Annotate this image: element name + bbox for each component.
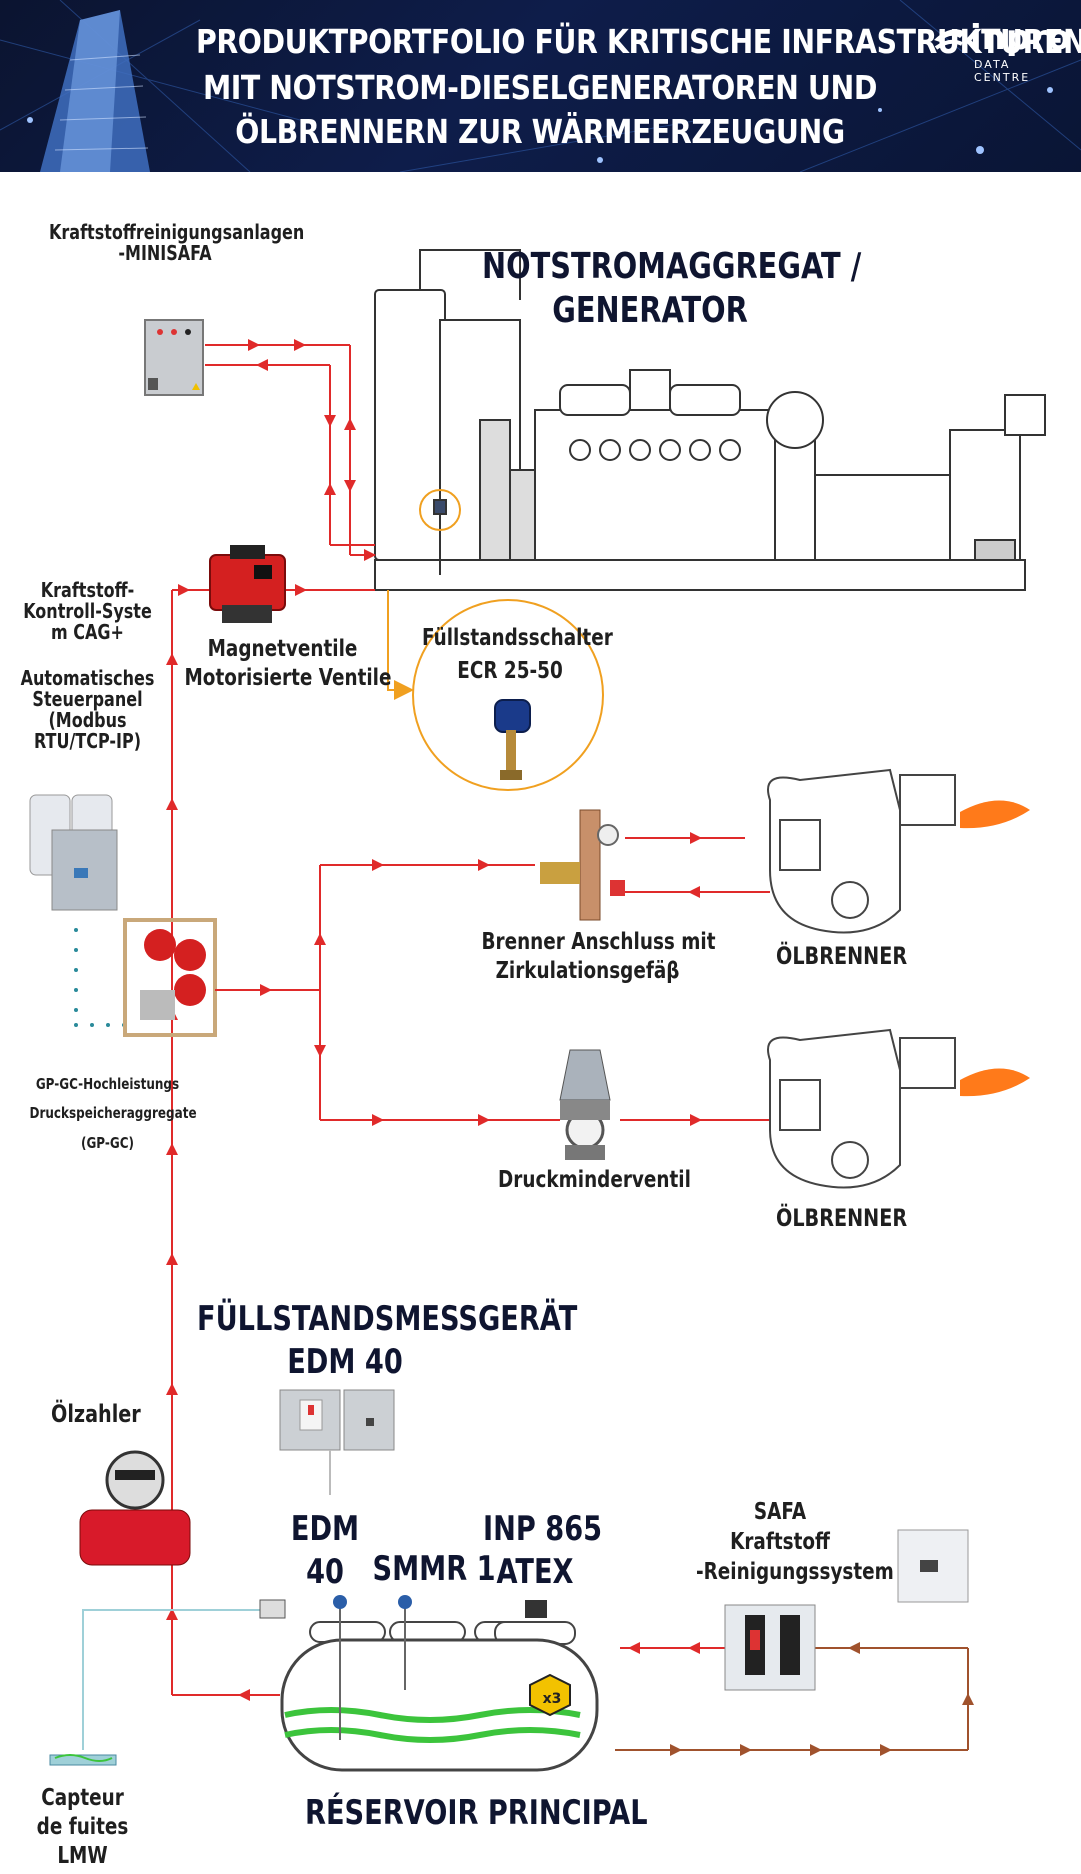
main-supply-arrows [166,584,307,1701]
dotted-link [74,928,126,1027]
generator-drawing [374,249,1046,591]
main-tank-icon [280,1595,599,1772]
tank-label: RÉSERVOIR PRINCIPAL [305,1793,648,1833]
safa-control-panel-icon [897,1529,969,1603]
leak-sensor-line [82,1609,260,1750]
leak-relay-icon [259,1599,286,1619]
burner-2-icon [767,1028,956,1189]
burner-2-label: ÖLBRENNER [776,1204,908,1232]
magnetventil-icon [209,545,286,623]
atex-badge-text: x3 [543,1691,562,1707]
pressure-reducer-label: Druckminderventil [498,1167,691,1193]
cag-panel-icon [29,794,118,911]
header-title-line-2: MIT NOTSTROM-DIESELGENERATOREN UND [202,68,877,107]
burner-1-icon [767,768,956,934]
logo-mark-icon [934,29,966,50]
edm40-box-icon [279,1389,395,1451]
minisafa-pipes [205,344,375,556]
oil-meter-label: Ölzahler [51,1400,141,1428]
burner-1-label: ÖLBRENNER [776,942,908,970]
header-banner: PRODUKTPORTFOLIO FÜR KRITISCHE INFRASTRU… [0,0,1081,172]
pressure-reducer-icon [559,1049,611,1160]
flame-1-icon [960,800,1030,829]
signal-line [387,590,414,700]
burner-supply-arrows [260,832,702,1126]
minisafa-arrows [248,339,376,561]
generator-label: NOTSTROMAGGREGAT /GENERATOR [482,246,862,331]
oil-meter-icon [79,1450,191,1566]
network-background [0,0,1081,172]
flame-2-icon [960,1068,1030,1097]
safa-arrows [628,1642,974,1756]
skyscraper-icon [40,10,150,172]
gpgc-unit-icon [123,918,217,1037]
logo-subtitle: DATA CENTRE [974,58,1031,84]
level-switch-icon [494,699,531,780]
minisafa-cabinet-icon [144,319,204,396]
inpro-logo[interactable]: inpro DATA CENTRE [930,18,1071,84]
logo-word: inpro [970,18,1071,58]
safa-unit-icon [724,1604,816,1691]
minisafa-label: Kraftstoffreinigungsanlagen-MINISAFA [49,220,305,265]
header-title-line-3: ÖLBRENNERN ZUR WÄRMEERZEUGUNG [235,112,845,151]
burner-connection-icon [540,809,625,921]
level-switch-circle [412,599,604,791]
smmr-label: SMMR 1 [372,1549,496,1589]
leak-sensor-icon [49,1754,117,1766]
